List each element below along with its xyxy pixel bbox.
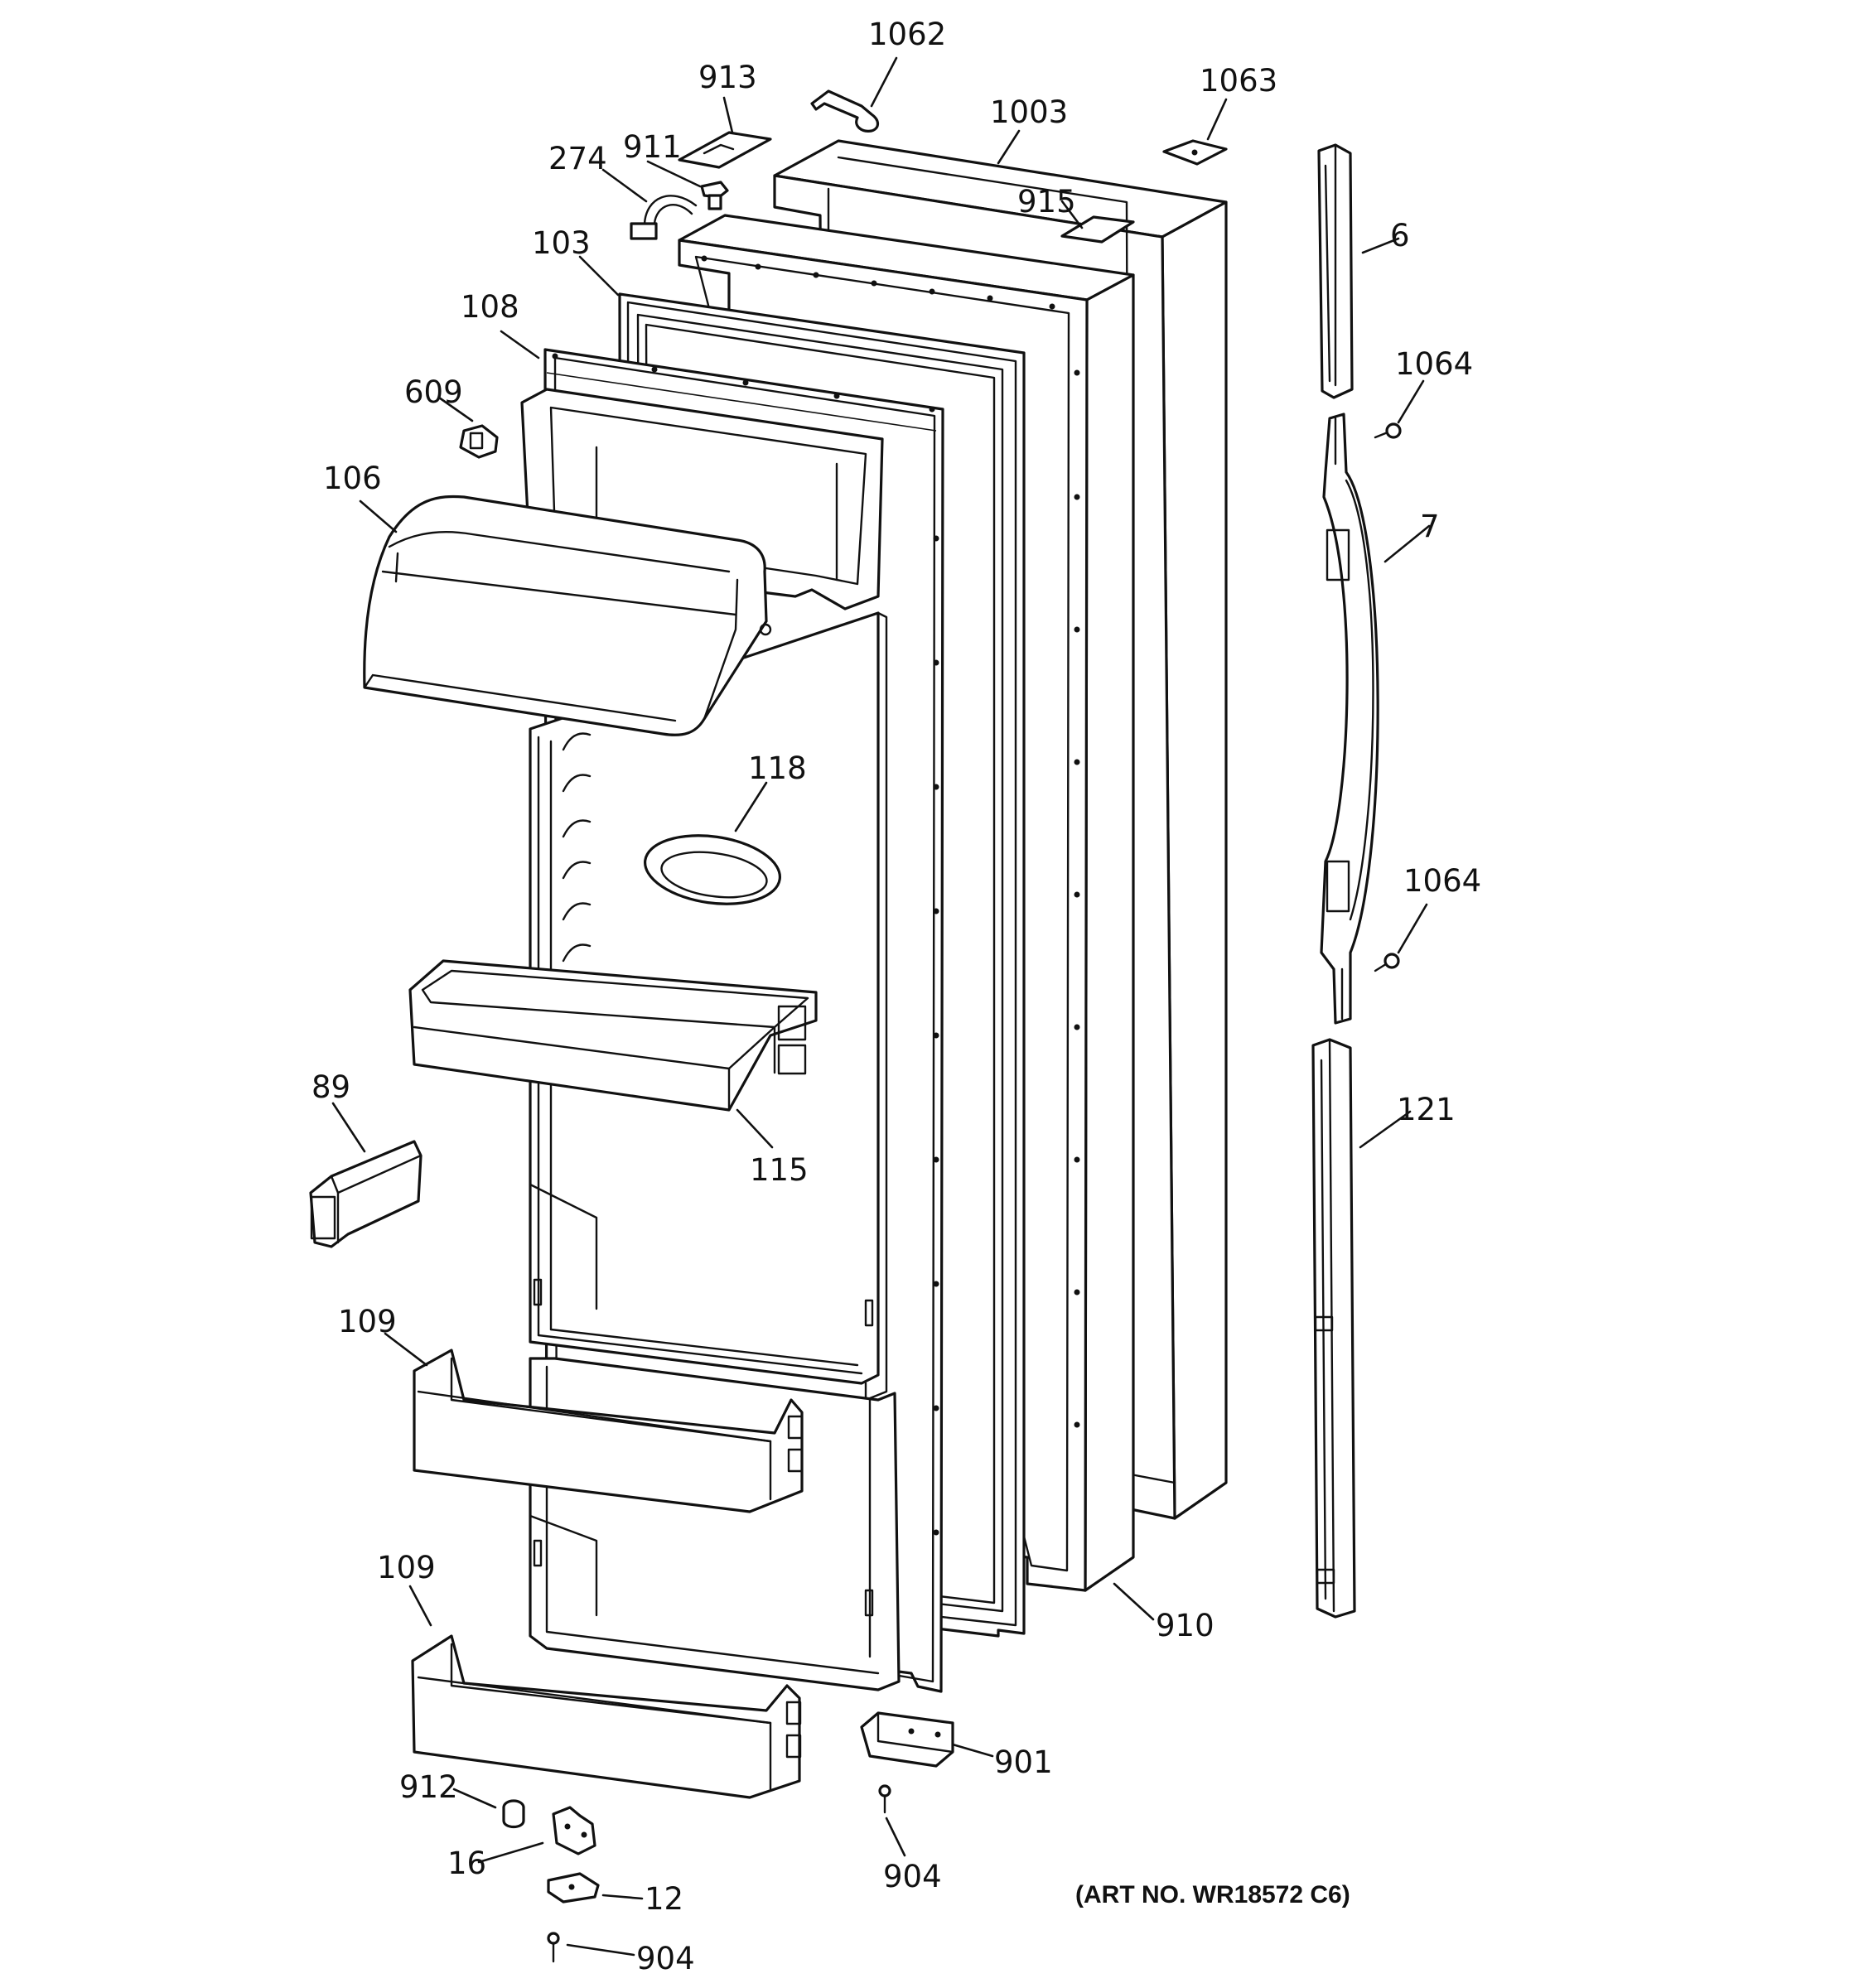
- door-bin-upper: [413, 1349, 804, 1513]
- callout-115: 115: [750, 1152, 809, 1188]
- part-16-hinge-bracket: [552, 1806, 596, 1855]
- part-915-pad: [1060, 215, 1135, 244]
- callout-103: 103: [532, 225, 591, 261]
- screw-1064-upper: [1374, 422, 1402, 439]
- handle-trim-strip: [1311, 1038, 1356, 1619]
- callout-labels: 1062 913 1003 1063 911 274 915 103 6 108…: [311, 17, 1481, 1976]
- callout-16: 16: [447, 1846, 486, 1881]
- part-913-plate: [678, 131, 772, 169]
- screw-904-lower: [547, 1932, 560, 1963]
- callout-904-upper: 904: [883, 1859, 942, 1894]
- screw-1064-lower: [1374, 953, 1400, 972]
- part-1063-bracket: [1162, 139, 1228, 166]
- door-shelf-115: [408, 959, 818, 1112]
- callout-121: 121: [1397, 1092, 1456, 1127]
- liner-screw-holes: [701, 255, 1080, 1428]
- callout-6: 6: [1390, 218, 1410, 253]
- door-bin-lower: [411, 1634, 802, 1799]
- part-89-bracket: [309, 1140, 423, 1248]
- callout-904-lower: 904: [636, 1941, 695, 1976]
- callout-12: 12: [645, 1881, 683, 1917]
- inner-liner-screw-holes: [552, 353, 939, 1536]
- part-274-wire-harness: [630, 195, 698, 240]
- callout-109-lower: 109: [377, 1550, 436, 1585]
- callout-1064-upper: 1064: [1395, 346, 1473, 382]
- dairy-compartment-cover: [363, 495, 772, 736]
- part-609-clip: [459, 424, 499, 459]
- callout-913: 913: [698, 60, 757, 95]
- callout-609: 609: [404, 374, 463, 410]
- callout-274: 274: [548, 141, 607, 176]
- part-901-bracket: [860, 1711, 954, 1768]
- part-911-bushing: [700, 181, 729, 210]
- part-912-bushing: [502, 1799, 525, 1829]
- callout-1064-lower: 1064: [1403, 863, 1481, 899]
- callout-106: 106: [323, 461, 382, 496]
- callout-108: 108: [461, 289, 519, 325]
- callout-1003: 1003: [990, 94, 1068, 130]
- door-handle: [1320, 413, 1379, 1025]
- callout-912: 912: [399, 1769, 458, 1805]
- art-number: (ART NO. WR18572 C6): [1075, 1881, 1350, 1908]
- shelf-support-clips: [562, 732, 592, 963]
- callout-109-upper: 109: [338, 1304, 397, 1339]
- leader-lines: [331, 56, 1431, 1957]
- callout-915: 915: [1017, 184, 1076, 220]
- callout-1063: 1063: [1200, 63, 1277, 99]
- screw-904-upper: [878, 1784, 891, 1814]
- part-118-oval: [644, 834, 781, 905]
- callout-7: 7: [1420, 509, 1440, 544]
- callout-911: 911: [623, 129, 682, 165]
- callout-901: 901: [994, 1744, 1053, 1780]
- part-1062-hinge: [810, 89, 880, 133]
- callout-89: 89: [311, 1069, 350, 1105]
- callout-118: 118: [748, 750, 807, 786]
- handle-end-cap-top: [1317, 143, 1354, 399]
- callout-1062: 1062: [868, 17, 946, 52]
- part-12-shim: [547, 1872, 600, 1904]
- callout-910: 910: [1156, 1608, 1214, 1643]
